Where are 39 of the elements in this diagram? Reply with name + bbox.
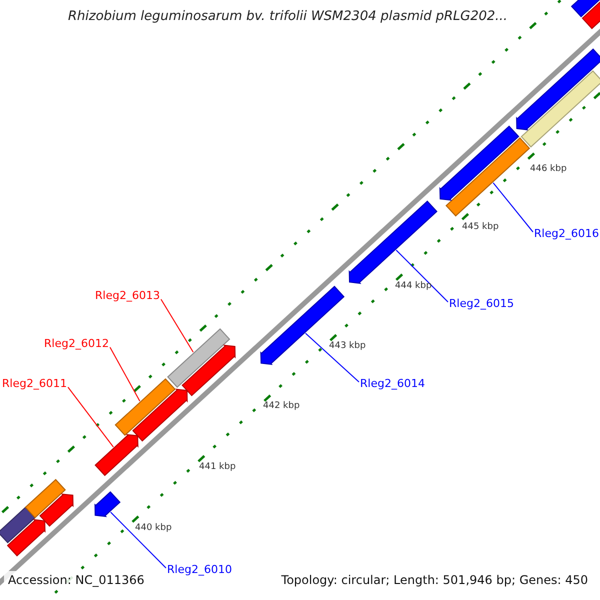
scale-label: 443 kbp — [329, 341, 366, 352]
gene-bar — [446, 137, 530, 217]
gene-block — [132, 388, 188, 442]
gene-bar — [0, 506, 36, 544]
gene-block — [582, 0, 600, 30]
gene-bar — [167, 328, 230, 388]
gene-bar — [520, 70, 600, 148]
gene-block — [182, 344, 236, 396]
gene-label: Rleg2_6011 — [2, 377, 67, 390]
scale-label: 442 kbp — [263, 401, 300, 412]
scale-label: 441 kbp — [199, 462, 236, 473]
gene-block — [94, 491, 121, 518]
gene-block — [260, 286, 345, 366]
gene-block — [516, 48, 600, 130]
leader-line — [396, 250, 448, 302]
title: Rhizobium leguminosarum bv. trifolii WSM2304 plasmid pRLG202... — [68, 9, 508, 25]
leader-line — [68, 386, 114, 448]
gene-bar — [24, 478, 66, 518]
scale-label: 446 kbp — [530, 164, 567, 175]
leader-line — [492, 182, 534, 232]
gene-block — [570, 0, 600, 18]
gene-block — [94, 434, 138, 476]
gene-block — [6, 519, 46, 556]
gene-label: Rleg2_6014 — [360, 377, 425, 390]
gene-label: Rleg2_6015 — [449, 297, 514, 310]
leader-line — [160, 298, 194, 353]
gene-label: Rleg2_6010 — [167, 563, 232, 576]
gene-block — [439, 126, 520, 201]
leader-line — [110, 346, 140, 402]
gene-label: Rleg2_6013 — [95, 289, 160, 302]
gene-label: Rleg2_6016 — [534, 227, 599, 240]
leader-line — [110, 512, 166, 568]
gene-label: Rleg2_6012 — [44, 337, 109, 350]
leader-line — [305, 332, 360, 382]
scale-label: 445 kbp — [462, 222, 499, 233]
scale-label: 444 kbp — [395, 281, 432, 292]
gene-block — [39, 493, 74, 527]
gene-bar — [114, 378, 176, 436]
scale-label: 440 kbp — [135, 523, 172, 534]
